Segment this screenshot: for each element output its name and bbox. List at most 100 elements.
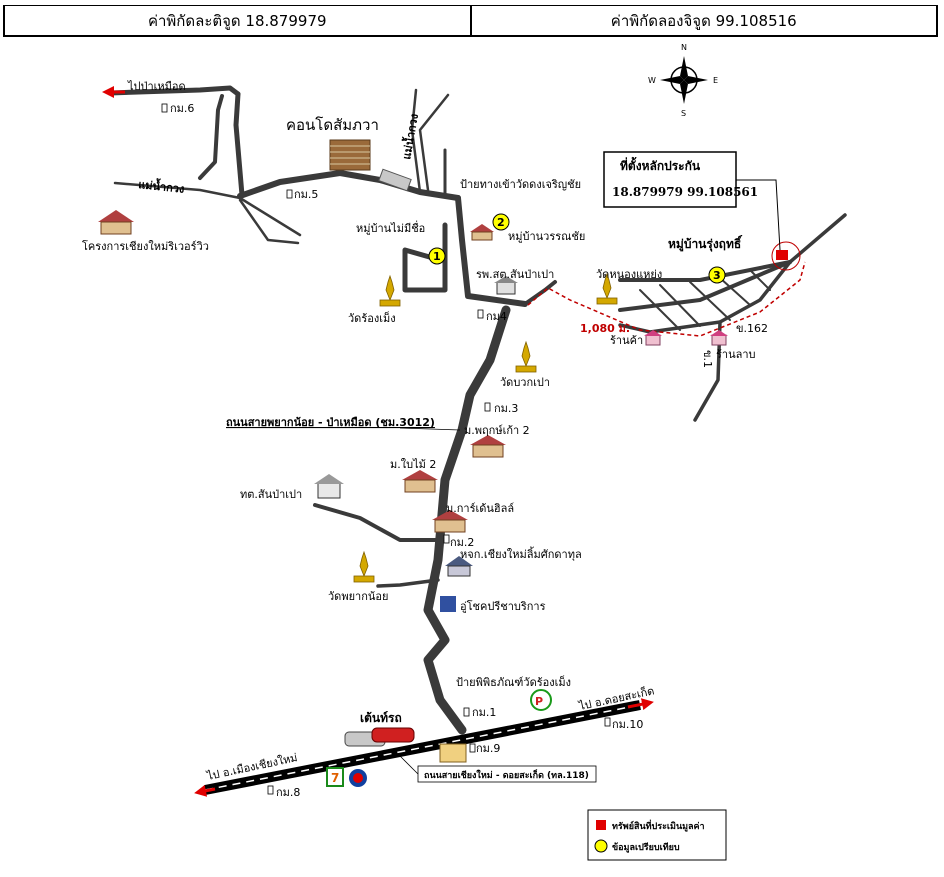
coordinate-header: ค่าพิกัดละติจูด 18.879979 ค่าพิกัดลองจิจ… <box>3 5 938 37</box>
house-icon <box>470 224 494 241</box>
property-callout: ที่ตั้งหลักประกัน 18.879979 99.108561 <box>603 151 781 251</box>
car-icon <box>344 727 415 747</box>
km-post-icon <box>443 534 450 544</box>
km-post-icon <box>477 309 484 319</box>
temple-icon <box>353 550 375 583</box>
label-km6: กม.6 <box>170 102 194 115</box>
house-icon <box>445 556 473 577</box>
hospital-icon <box>494 276 518 295</box>
callout-coords: 18.879979 99.108561 <box>612 185 758 199</box>
comparison-marker-3: 3 <box>708 266 726 284</box>
label-wat-sign: ป้ายทางเข้าวัดดงเจริญชัย <box>460 178 581 191</box>
legend-comparison-label: ข้อมูลเปรียบเทียบ <box>612 842 680 853</box>
legend: ทรัพย์สินที่ประเมินมูลค่า ข้อมูลเปรียบเท… <box>587 809 727 861</box>
fuel-station-icon <box>349 769 367 787</box>
house-icon <box>402 470 438 493</box>
condo-building-icon <box>329 139 371 171</box>
label-bai-mai: ม.ใบไม้ 2 <box>390 458 436 471</box>
label-distance: 1,080 ม. <box>580 322 630 335</box>
compass-s: S <box>681 109 686 118</box>
label-bus-stop: เต้นท์รถ <box>360 711 402 725</box>
compass-n: N <box>681 43 687 52</box>
label-phuek-kao: ม.พฤกษ์เก้า 2 <box>464 424 530 437</box>
svg-text:2: 2 <box>497 216 505 229</box>
label-tessaban: ทต.สันป่าเปา <box>240 488 302 501</box>
larb-shop-icon <box>710 330 728 346</box>
garage-icon <box>440 596 456 612</box>
label-main-road: ถนนสายเชียงใหม่ - ดอยสะเก็ด (ทล.118) <box>424 768 589 781</box>
market-icon <box>439 743 467 763</box>
house-icons <box>98 210 506 577</box>
label-km9: กม.9 <box>476 742 500 755</box>
km-post-icon <box>463 707 470 717</box>
longitude-label: ค่าพิกัดลองจิจูด 99.108516 <box>469 6 937 35</box>
label-wannachai: หมู่บ้านวรรณชัย <box>508 230 585 243</box>
house-icon <box>470 435 506 458</box>
km-post-icon <box>161 103 168 113</box>
legend-property-label: ทรัพย์สินที่ประเมินมูลค่า <box>612 819 705 832</box>
label-to-pa-muead: ไปป่าเหมือด <box>127 80 186 93</box>
label-road-name: ถนนสายพยากน้อย - ป่าเหมือด (ชม.3012) <box>226 416 435 429</box>
label-road-162: ข.162 <box>736 322 768 335</box>
km-post-icon <box>267 785 274 795</box>
svg-text:1: 1 <box>433 250 441 263</box>
label-side-road: ข.1 <box>701 350 714 368</box>
label-river-view: โครงการเชียงใหม่ริเวอร์วิว <box>82 239 209 253</box>
temple-icon <box>515 340 537 373</box>
comparison-marker-2: 2 <box>492 213 510 231</box>
main-highway <box>194 698 654 797</box>
house-icon <box>432 510 468 533</box>
compass-rose-icon: N S W E <box>648 43 718 118</box>
svg-text:7: 7 <box>331 771 339 785</box>
label-shop: ร้านค้า <box>610 334 643 347</box>
label-larb-shop: ร้านลาบ <box>716 348 756 361</box>
label-garden-hill: ม.การ์เด้นฮิลล์ <box>446 502 514 515</box>
label-km3: กม.3 <box>494 402 518 415</box>
km-post-icon <box>484 402 491 412</box>
latitude-label: ค่าพิกัดละติจูด 18.879979 <box>147 11 327 30</box>
label-wat-phayak: วัดพยากน้อย <box>328 590 388 603</box>
temple-icon <box>596 272 618 305</box>
label-no-name-village: หมู่บ้านไม่มีชื่อ <box>356 220 425 235</box>
km-post-icon <box>604 717 611 727</box>
label-km4: กม4 <box>486 310 507 323</box>
km-post-icon <box>469 743 476 753</box>
bridge-icon <box>378 168 412 192</box>
road-network <box>107 85 847 735</box>
km-post-icon <box>286 189 293 199</box>
label-km1: กม.1 <box>472 706 496 719</box>
compass-e: E <box>713 76 718 85</box>
label-wat-bok-pao: วัดบวกเปา <box>500 376 550 389</box>
label-mae-kuang-vertical: แม่น้ำกวง <box>398 112 421 160</box>
label-km2: กม.2 <box>450 536 474 549</box>
label-wat-rong-mueang: วัดร้องเม็ง <box>348 311 396 325</box>
callout-title: ที่ตั้งหลักประกัน <box>620 156 701 173</box>
compass-w: W <box>648 76 656 85</box>
label-wat-nong-yaeng: วัดหนองแหย่ง <box>596 268 662 281</box>
comparison-marker-1: 1 <box>428 247 446 265</box>
property-marker-icon <box>776 250 788 260</box>
legend-property-icon <box>596 820 606 830</box>
municipality-icon <box>314 474 344 499</box>
temple-icon <box>379 274 401 307</box>
gas-station-icon: P <box>530 689 552 711</box>
km-post-icons <box>161 103 611 795</box>
temple-icons <box>353 272 618 583</box>
shop-icon <box>644 330 662 346</box>
label-museum-sign: ป้ายพิพิธภัณฑ์วัดร้องเม็ง <box>456 675 571 689</box>
svg-text:3: 3 <box>713 269 721 282</box>
label-garage: อู่โชคปรีชาบริการ <box>460 599 546 613</box>
label-company: หจก.เชียงใหม่ลิ้มศักดาทุล <box>460 546 582 561</box>
svg-text:P: P <box>535 695 543 708</box>
label-rung-rit: หมู่บ้านรุ่งฤทธิ์ <box>668 235 743 252</box>
route-line <box>527 261 806 337</box>
label-mae-kuang: แม่น้ำกวง <box>138 176 186 196</box>
label-km10: กม.10 <box>612 718 643 731</box>
convenience-store-icon: 7 <box>326 767 344 787</box>
label-km8: กม.8 <box>276 786 300 799</box>
legend-comparison-icon <box>594 839 608 853</box>
label-km5: กม.5 <box>294 188 318 201</box>
label-hospital: รพ.สต.สันป่าเปา <box>476 268 554 281</box>
house-icon <box>98 210 134 235</box>
